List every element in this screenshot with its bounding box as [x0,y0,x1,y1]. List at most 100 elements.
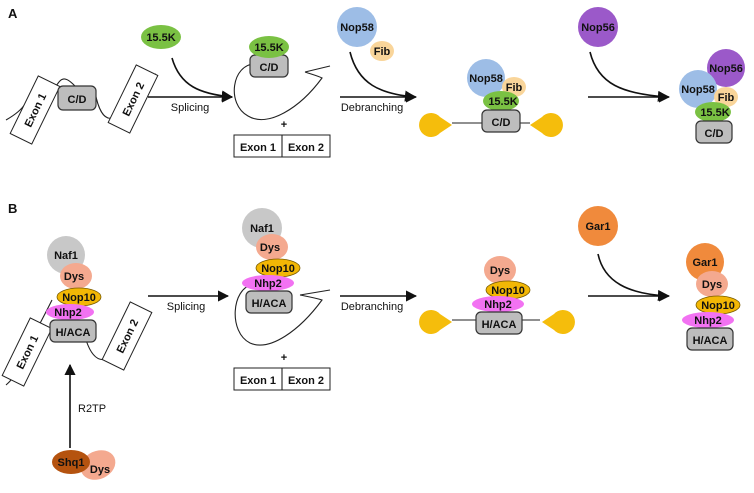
panel-b-label: B [8,201,17,216]
b-snorna-text: H/ACA [56,327,91,339]
a-lariat-15.5k-text: 15.5K [254,42,283,54]
a-plus: + [281,119,287,131]
b-gar1-bound-text: Gar1 [692,257,717,269]
a-pre-mrna: Exon 1 C/D Exon 2 [5,64,159,145]
a-15.5k-free-text: 15.5K [146,32,175,44]
b-dys-lariat [256,234,288,260]
a-exon1-box: Exon 1 [9,75,61,145]
a-lariat: C/D 15.5K [233,36,331,121]
b-nhp2-final [682,312,734,328]
a-splicing-label: Splicing [171,102,210,114]
b-nop10-final-text: Nop10 [701,300,735,312]
a-fib-free [370,41,394,61]
b-mature-snornp: Gar1 Dys Nop10 Nhp2 H/ACA [682,243,741,351]
a-fib-final [714,87,738,107]
b-debranched-complex: Dys Nop10 Nhp2 H/ACA [419,256,575,335]
b-spliced-exon1: Exon 1 [240,375,276,387]
b-naf1-lariat-text: Naf1 [250,223,274,235]
a-final-snorna-text: C/D [705,128,724,140]
b-nop10-debranched-text: Nop10 [491,285,525,297]
a-lariat-snorna-text: C/D [260,62,279,74]
b-exonuclease-left [419,310,452,335]
b-final-snorna-text: H/ACA [693,335,728,347]
b-dys-shq1-text: Dys [90,464,110,476]
a-snorna-text: C/D [68,94,87,106]
a-lariat-15.5k [249,36,289,58]
a-debranched-snorna-box [481,109,521,133]
b-dys-debranched [484,256,516,284]
b-dys-pre-text: Dys [64,271,84,283]
a-nop58-free [337,7,377,47]
a-spliced-exons: Exon 1 Exon 2 [233,134,331,158]
a-nop58-bound [467,59,505,97]
b-snorna-box [49,319,97,343]
b-dys-final-text: Dys [702,279,722,291]
b-gar1-free-text: Gar1 [585,221,610,233]
b-exon2-box: Exon 2 [101,301,153,371]
a-nop56-binding-arrow [589,51,670,102]
a-debranched-complex: Nop58 Fib 15.5K C/D [419,59,563,137]
b-nhp2-pre [46,304,94,320]
b-final-snorna-box [686,327,734,351]
b-nhp2-final-text: Nhp2 [694,315,722,327]
a-15.5k-binding-arrow [171,57,234,102]
b-nop10-pre-text: Nop10 [62,292,96,304]
a-spliced-exon1: Exon 1 [240,142,276,154]
b-spliced-exons: Exon 1 Exon 2 [233,367,331,391]
b-lariat-snorna-text: H/ACA [252,298,287,310]
a-15.5k-bound [483,91,519,111]
a-nop58-binding-arrow [349,51,417,102]
b-dys-pre [60,263,92,289]
b-nhp2-debranched [472,296,524,312]
b-exon1-box: Exon 1 [1,317,53,387]
b-gar1-binding-arrow [597,253,670,302]
a-snorna-box [57,85,97,111]
b-dys-lariat-text: Dys [260,242,280,254]
b-nhp2-lariat-text: Nhp2 [254,278,282,290]
b-nop10-lariat-text: Nop10 [261,263,295,275]
b-gar1-free [578,206,618,246]
a-exon2-box: Exon 2 [107,64,159,134]
a-15.5k-final [695,102,731,122]
a-nop56-free [578,7,618,47]
b-shq1 [52,450,90,474]
b-debranched-snorna-text: H/ACA [482,319,517,331]
b-debranching-label: Debranching [341,301,403,313]
a-15.5k-free [141,25,181,49]
a-nop56-free-text: Nop56 [581,22,615,34]
a-15.5k-final-text: 15.5K [700,107,729,119]
b-plus: + [281,352,287,364]
a-final-snorna-box [695,120,733,144]
a-debranched-snorna-text: C/D [492,117,511,129]
b-naf1-pre-text: Naf1 [54,250,78,262]
panel-a-label: A [8,6,18,21]
a-debranching-label: Debranching [341,102,403,114]
b-exonuclease-right [542,310,575,335]
a-nop58-final-text: Nop58 [681,84,715,96]
a-nop56-bound-text: Nop56 [709,63,743,75]
b-dys-debranched-text: Dys [490,265,510,277]
a-spliced-exon2: Exon 2 [288,142,324,154]
b-pre-mrna: Exon 1 Exon 2 Naf1 Dys Nop10 Nhp2 H/ACA [1,236,153,387]
a-fib-free-text: Fib [374,46,391,58]
a-exonuclease-left [419,113,452,137]
b-r2tp-label: R2TP [78,403,106,415]
a-fib-final-text: Fib [718,92,735,104]
a-mature-snornp: Nop56 Nop58 Fib 15.5K C/D [679,49,745,144]
b-nhp2-lariat [242,275,294,291]
b-debranched-snorna-box [475,311,523,335]
a-15.5k-bound-text: 15.5K [488,96,517,108]
a-nop56-bound [707,49,745,87]
a-nop58-final [679,70,717,108]
b-spliced-exon2: Exon 2 [288,375,324,387]
b-dys-shq1 [80,450,116,480]
b-splicing-label: Splicing [167,301,206,313]
b-dys-final [696,271,728,297]
b-lariat: Naf1 Dys Nop10 Nhp2 H/ACA [234,208,331,346]
a-nop58-bound-text: Nop58 [469,73,503,85]
b-lariat-snorna-box [245,290,293,314]
a-exonuclease-right [530,113,563,137]
b-nhp2-debranched-text: Nhp2 [484,299,512,311]
b-nhp2-pre-text: Nhp2 [54,307,82,319]
